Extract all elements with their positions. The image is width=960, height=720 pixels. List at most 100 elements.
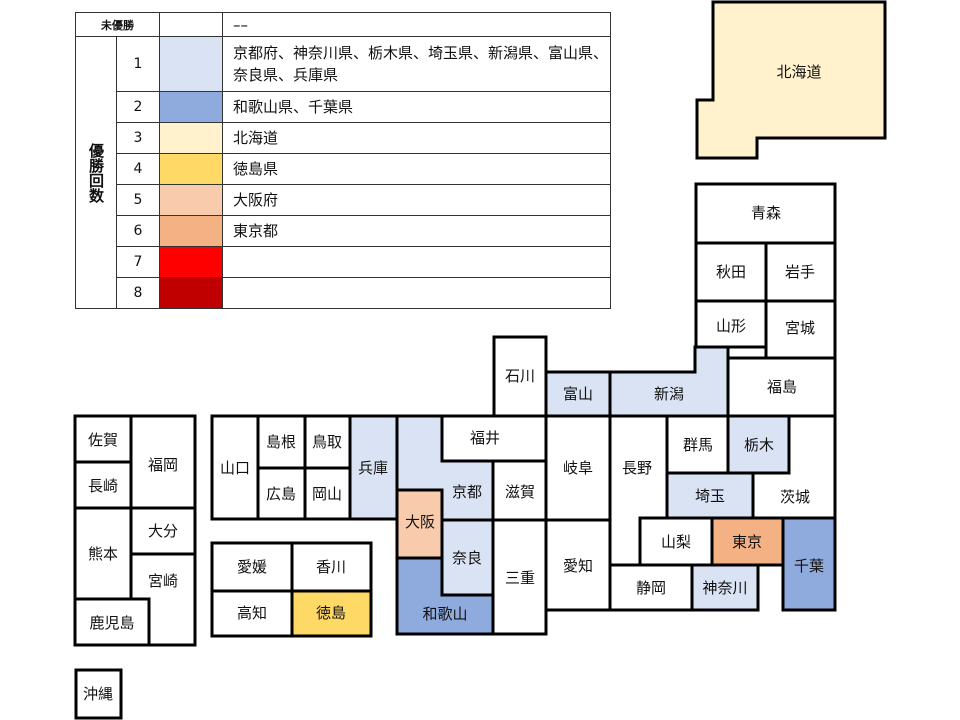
pref-niigata[interactable]: 新潟 [608, 345, 730, 418]
pref-akita[interactable]: 秋田 [694, 241, 768, 303]
pref-label: 鹿児島 [89, 614, 134, 632]
pref-osaka[interactable]: 大阪 [395, 488, 444, 560]
legend-prefectures: 京都府、神奈川県、栃木県、埼玉県、新潟県、富山県、奈良県、兵庫県 [222, 36, 611, 92]
pref-fukushima[interactable]: 福島 [726, 356, 837, 418]
pref-label: 鳥取 [312, 433, 342, 451]
pref-gunma[interactable]: 群馬 [665, 414, 730, 475]
pref-kochi[interactable]: 高知 [210, 589, 294, 638]
pref-label: 島根 [266, 433, 296, 451]
pref-okinawa[interactable]: 沖縄 [74, 668, 123, 720]
pref-shiga[interactable]: 滋賀 [491, 459, 548, 522]
legend-prefectures: 北海道 [222, 122, 611, 154]
legend-swatch [159, 153, 223, 185]
pref-saga[interactable]: 佐賀 [73, 414, 133, 464]
pref-hyogo[interactable]: 兵庫 [348, 414, 399, 521]
pref-kumamoto[interactable]: 熊本 [73, 506, 133, 601]
pref-label: 栃木 [744, 436, 774, 454]
pref-label: 青森 [751, 204, 781, 222]
pref-gifu[interactable]: 岐阜 [544, 414, 612, 522]
pref-label: 大分 [148, 522, 178, 540]
pref-label: 沖縄 [83, 685, 113, 703]
pref-tottori[interactable]: 鳥取 [303, 414, 352, 470]
pref-hiroshima[interactable]: 広島 [256, 466, 307, 521]
pref-wakayama[interactable]: 和歌山 [395, 556, 495, 636]
legend-count: 8 [116, 277, 160, 309]
pref-fukui[interactable]: 福井 [440, 414, 548, 463]
pref-label: 兵庫 [358, 459, 388, 477]
pref-label: 埼玉 [695, 487, 725, 505]
pref-label: 広島 [266, 485, 296, 503]
pref-saitama[interactable]: 埼玉 [665, 471, 755, 520]
pref-ishikawa[interactable]: 石川 [492, 335, 548, 418]
pref-kanagawa[interactable]: 神奈川 [690, 563, 760, 612]
pref-label: 秋田 [716, 263, 746, 281]
pref-tochigi[interactable]: 栃木 [726, 414, 791, 475]
pref-label: 山口 [220, 459, 250, 477]
pref-nagasaki[interactable]: 長崎 [73, 460, 133, 510]
legend-prefectures [222, 277, 611, 309]
pref-yamaguchi[interactable]: 山口 [210, 414, 260, 521]
pref-label: 岡山 [312, 485, 342, 503]
wins-axis-label: 優勝回数 [75, 36, 117, 309]
pref-label: 静岡 [636, 579, 666, 597]
legend-count: 6 [116, 215, 160, 247]
pref-label: 長崎 [88, 477, 118, 495]
pref-okayama[interactable]: 岡山 [303, 466, 352, 521]
no-win-swatch [159, 12, 223, 37]
pref-toyama[interactable]: 富山 [544, 370, 612, 418]
pref-label: 佐賀 [88, 431, 118, 449]
pref-hokkaido[interactable]: 北海道 [695, 0, 887, 160]
pref-oita[interactable]: 大分 [129, 506, 197, 556]
pref-kagoshima[interactable]: 鹿児島 [73, 597, 151, 647]
pref-label: 愛媛 [237, 558, 267, 576]
pref-label: 千葉 [794, 557, 824, 575]
pref-shimane[interactable]: 島根 [256, 414, 307, 470]
pref-label: 石川 [505, 367, 535, 385]
pref-label: 滋賀 [505, 483, 535, 501]
pref-shizuoka[interactable]: 静岡 [608, 563, 694, 612]
pref-miyagi[interactable]: 宮城 [764, 299, 837, 360]
pref-aomori[interactable]: 青森 [694, 182, 837, 245]
pref-label: 山梨 [661, 533, 691, 551]
pref-chiba[interactable]: 千葉 [781, 516, 837, 612]
legend-count: 4 [116, 153, 160, 185]
pref-label: 香川 [316, 558, 346, 576]
pref-tokyo[interactable]: 東京 [710, 516, 785, 567]
pref-label: 福井 [470, 429, 500, 447]
pref-label: 三重 [505, 569, 535, 587]
pref-label: 福島 [767, 378, 797, 396]
pref-label: 山形 [716, 317, 746, 335]
pref-label: 福岡 [148, 456, 178, 474]
pref-label: 長野 [622, 459, 652, 477]
pref-label: 岩手 [785, 263, 815, 281]
pref-label: 奈良 [452, 549, 482, 567]
pref-label: 愛知 [563, 557, 593, 575]
legend-prefectures: 和歌山県、千葉県 [222, 91, 611, 123]
pref-yamagata[interactable]: 山形 [694, 299, 768, 349]
pref-tokushima[interactable]: 徳島 [290, 589, 373, 638]
legend-table: 未優勝 –– 優勝回数 1 京都府、神奈川県、栃木県、埼玉県、新潟県、富山県、奈… [75, 12, 611, 309]
pref-ehime[interactable]: 愛媛 [210, 541, 294, 593]
pref-label: 熊本 [88, 545, 118, 563]
pref-label: 神奈川 [702, 579, 747, 597]
legend-swatch [159, 246, 223, 278]
pref-kagawa[interactable]: 香川 [290, 541, 373, 593]
pref-nara[interactable]: 奈良 [440, 518, 495, 597]
pref-label: 東京 [732, 533, 762, 551]
legend-swatch [159, 277, 223, 309]
pref-aichi[interactable]: 愛知 [544, 518, 612, 612]
pref-label: 大阪 [405, 513, 435, 531]
pref-label: 岐阜 [563, 459, 593, 477]
pref-label: 徳島 [316, 604, 346, 622]
pref-mie[interactable]: 三重 [491, 518, 548, 636]
legend-row: 優勝回数 1 京都府、神奈川県、栃木県、埼玉県、新潟県、富山県、奈良県、兵庫県 [75, 36, 611, 309]
pref-fukuoka[interactable]: 福岡 [129, 414, 197, 510]
pref-iwate[interactable]: 岩手 [764, 241, 837, 303]
pref-yamanashi[interactable]: 山梨 [638, 516, 714, 567]
pref-label: 北海道 [776, 63, 821, 81]
legend-count: 5 [116, 184, 160, 216]
